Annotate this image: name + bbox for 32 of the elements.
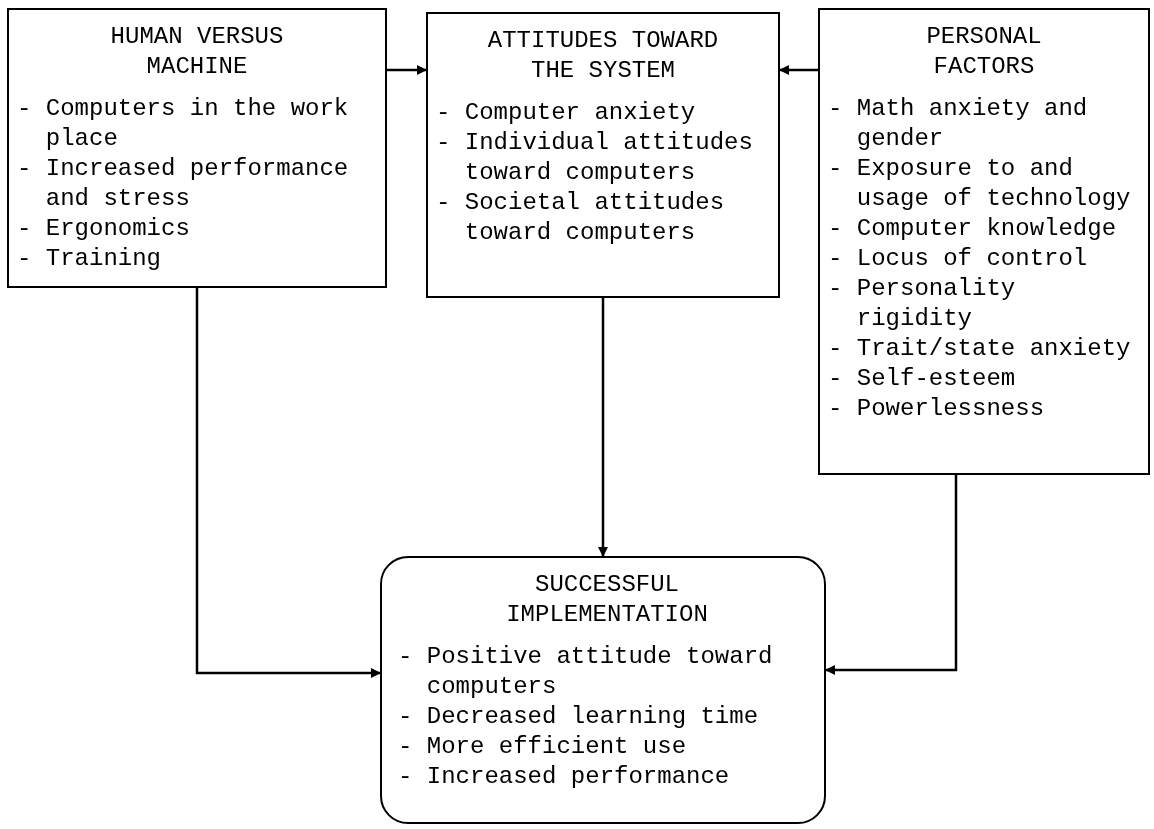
list-item: - Exposure to and usage of technology [828, 154, 1132, 214]
list-item: - Ergonomics [17, 214, 191, 244]
list-item: - Math anxiety and gender [828, 94, 1089, 154]
factor-box [818, 8, 1150, 475]
box-heading: PERSONAL FACTORS [925, 22, 1043, 82]
list-item: - Increased performance and stress [17, 154, 350, 214]
arrow [387, 65, 427, 75]
list-item: - Computer knowledge [828, 214, 1118, 244]
box-heading: HUMAN VERSUS MACHINE [109, 22, 285, 82]
factor-box [7, 8, 387, 288]
factor-box [426, 12, 780, 298]
list-item: - Decreased learning time [398, 702, 760, 732]
arrow [195, 288, 381, 678]
list-item: - Individual attitudes toward computers [436, 128, 754, 188]
list-item: - Societal attitudes toward computers [436, 188, 726, 248]
list-item: - Trait/state anxiety [828, 334, 1132, 364]
list-item: - Personality rigidity [828, 274, 1017, 334]
list-item: - Self-esteem [828, 364, 1017, 394]
box-heading: ATTITUDES TOWARD THE SYSTEM [486, 26, 720, 86]
outcome-box [380, 556, 826, 824]
arrow [825, 475, 958, 675]
list-item: - Powerlessness [828, 394, 1046, 424]
arrow [598, 298, 608, 557]
list-item: - Positive attitude toward computers [398, 642, 774, 702]
list-item: - Locus of control [828, 244, 1089, 274]
list-item: - More efficient use [398, 732, 688, 762]
list-item: - Computers in the work place [17, 94, 350, 154]
box-heading: SUCCESSFUL IMPLEMENTATION [505, 570, 709, 630]
arrow [779, 65, 818, 75]
list-item: - Computer anxiety [436, 98, 697, 128]
list-item: - Increased performance [398, 762, 731, 792]
list-item: - Training [17, 244, 163, 274]
